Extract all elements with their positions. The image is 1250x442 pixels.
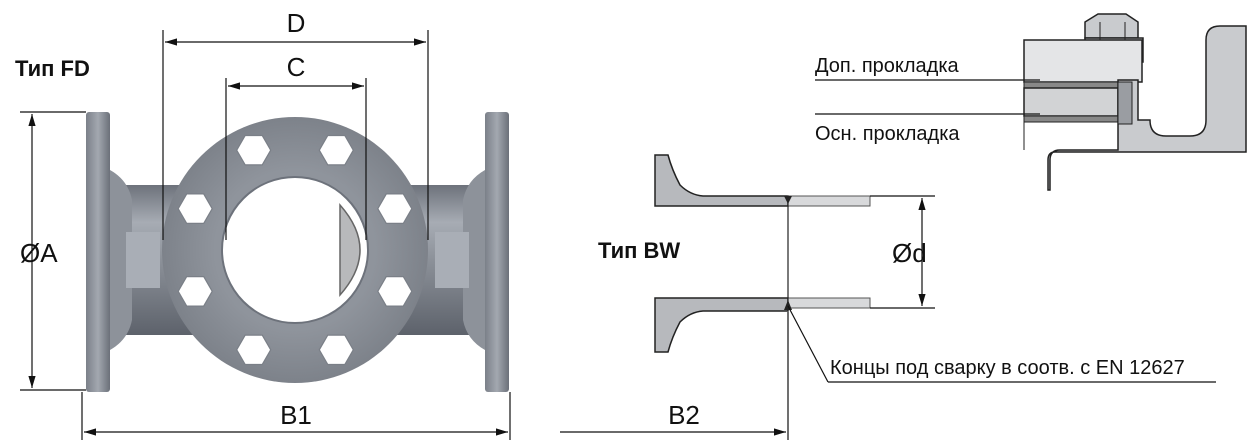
nut [1084, 13, 1139, 39]
fd-type-label: Тип FD [15, 56, 90, 81]
gasket-detail-view: Доп. прокладка Осн. прокладка [815, 13, 1247, 191]
bolt-head [377, 276, 413, 307]
dim-d-label: Ød [892, 238, 927, 268]
bolt-head [318, 334, 354, 366]
cover-plate [1023, 39, 1143, 83]
gasket-edge [1117, 81, 1133, 125]
bolt-group [177, 134, 413, 366]
main-gasket-label: Осн. прокладка [815, 123, 960, 145]
dim-A-label: ØA [20, 238, 58, 268]
body-casting [1047, 25, 1247, 191]
bolt-head [177, 276, 213, 307]
dim-B1-label: B1 [280, 400, 312, 430]
bw-type-label: Тип BW [598, 238, 680, 263]
dim-C-label: C [287, 52, 306, 82]
bolt-head [177, 193, 213, 224]
extra-gasket-label: Доп. прокладка [815, 55, 960, 77]
bolt-head [377, 193, 413, 224]
dim-D-label: D [287, 8, 306, 38]
left-hub-highlight [126, 232, 160, 288]
sight-window [221, 176, 369, 324]
dim-B2-label: B2 [668, 400, 700, 430]
bolt-head [236, 334, 272, 366]
bolt-head [318, 134, 354, 166]
weld-note: Концы под сварку в соотв. с EN 12627 [830, 357, 1185, 379]
bw-view: Тип BW Ød B2 Концы под сварку в соотв. с… [560, 154, 1216, 440]
weld-note-leader [787, 305, 829, 383]
left-flange [86, 112, 110, 392]
lower-weld-end [654, 297, 789, 353]
right-hub [463, 170, 485, 350]
upper-pipe-stub [787, 195, 871, 207]
fd-view: Тип FD D C ØA B1 [15, 8, 511, 440]
glass-reflection [339, 203, 361, 297]
main-gasket [1023, 115, 1119, 123]
glass-disc [1023, 87, 1119, 117]
left-hub [110, 170, 132, 350]
right-hub-highlight [435, 232, 469, 288]
right-flange [485, 112, 509, 392]
bolt-head [236, 134, 272, 166]
lower-pipe-stub [787, 297, 871, 309]
upper-weld-end [654, 154, 789, 207]
extra-gasket [1023, 81, 1119, 89]
